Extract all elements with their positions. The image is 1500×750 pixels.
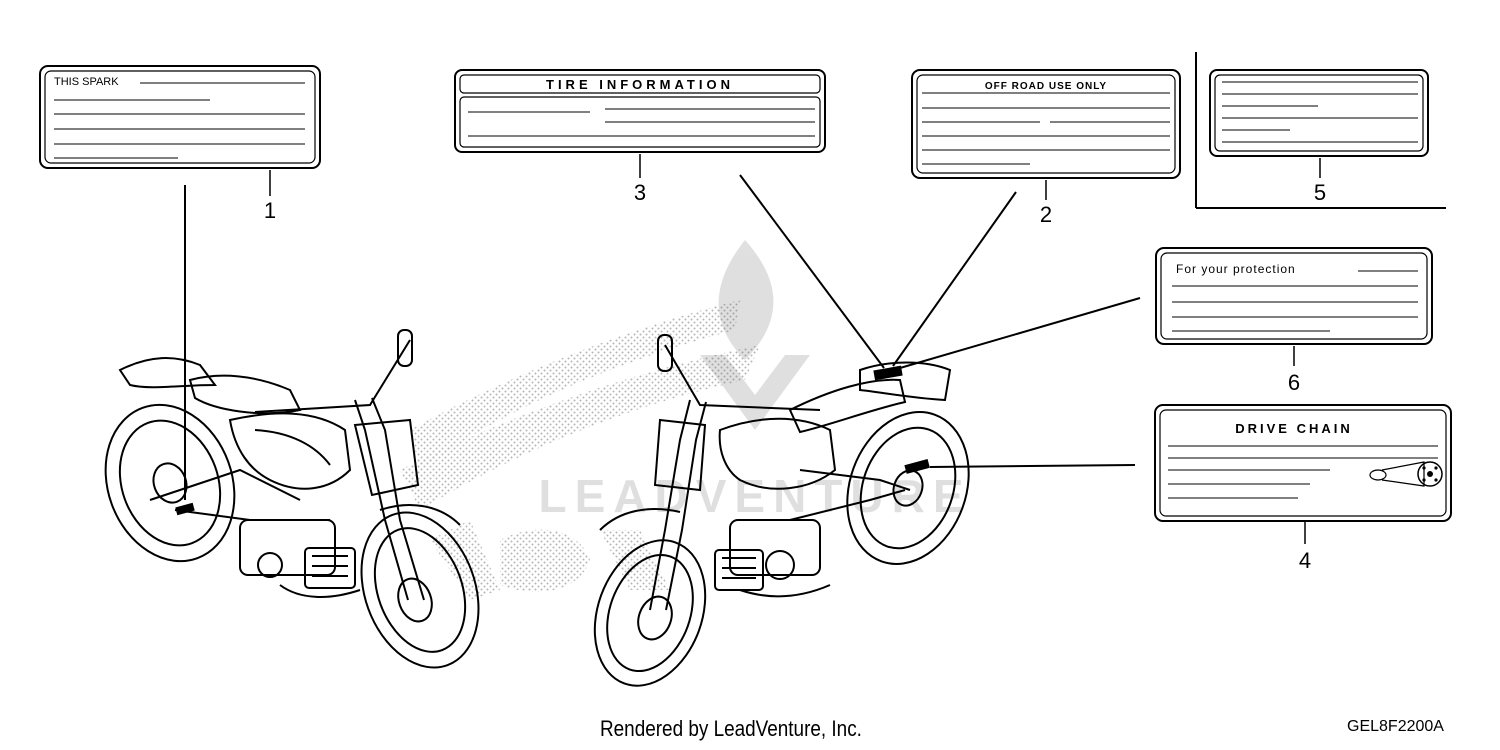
callout-number-2: 2 (1040, 202, 1052, 227)
callout-number-3: 3 (634, 180, 646, 205)
label-4-text: DRIVE CHAIN (1235, 421, 1353, 436)
left-bike-decal-mark (175, 502, 195, 516)
label-1-this-spark: THIS SPARK (39, 65, 321, 169)
honda-wing-background (400, 300, 760, 600)
chain-sprocket-icon (1369, 461, 1443, 487)
render-credit: Rendered by LeadVenture, Inc. (600, 716, 862, 741)
label-2-text: OFF ROAD USE ONLY (985, 81, 1107, 92)
callout-number-5: 5 (1314, 180, 1326, 205)
watermark-text: LEADVENTURE (538, 470, 971, 522)
label-1-text: THIS SPARK (54, 76, 119, 88)
label-6-text: For your protection (1176, 262, 1296, 276)
callout-number-1: 1 (264, 198, 276, 223)
diagram-code: GEL8F2200A (1347, 718, 1444, 735)
motorcycle-left-view (104, 329, 480, 669)
label-4-drive-chain: DRIVE CHAIN (1154, 404, 1452, 522)
motorcycle-right-view (593, 334, 970, 687)
watermark: LEADVENTURE (538, 240, 971, 522)
callout-number-6: 6 (1288, 370, 1300, 395)
leader-lines (184, 174, 1141, 500)
label-6-for-your-protection: For your protection (1155, 247, 1433, 345)
label-2-off-road-use-only: OFF ROAD USE ONLY (911, 69, 1181, 179)
label-3-tire-information: TIRE INFORMATION (454, 69, 826, 153)
label-5-inset (1195, 52, 1446, 209)
right-bike-decal-marks (873, 365, 930, 474)
callout-number-4: 4 (1299, 548, 1311, 573)
label-3-text: TIRE INFORMATION (546, 77, 734, 92)
